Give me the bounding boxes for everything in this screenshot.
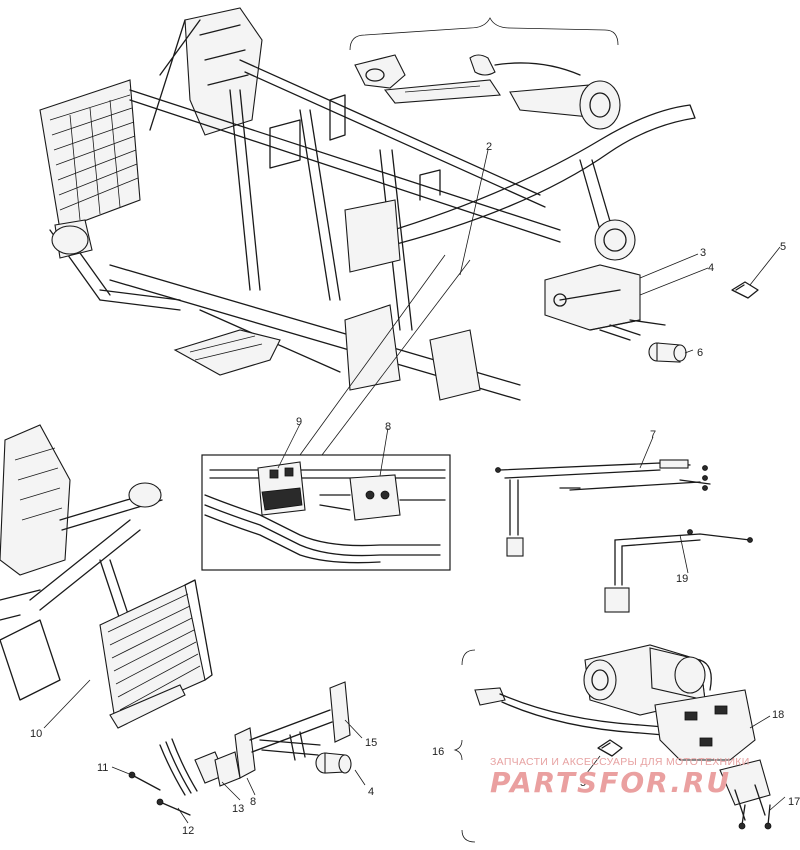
bolt-11	[128, 771, 161, 791]
callout-17: 17	[788, 796, 800, 808]
front-frame-lower	[0, 424, 163, 701]
callout-16: 16	[432, 746, 444, 758]
leader-lines	[43, 149, 786, 824]
radiator-assembly-10	[99, 579, 213, 729]
callout-7: 7	[650, 429, 656, 441]
clip-part-5-bottom	[597, 739, 623, 757]
watermark: ЗАПЧАСТИ И АКСЕССУАРЫ ДЛЯ МОТОТЕХНИКИ PA…	[490, 756, 790, 798]
bolt-12	[156, 798, 191, 816]
bolts-17	[738, 804, 772, 830]
winch-cable	[474, 687, 701, 739]
callout-18: 18	[772, 709, 784, 721]
winch-inset-bracket	[453, 649, 476, 843]
callout-11: 11	[97, 762, 108, 774]
winch-mount-plate-18	[654, 689, 756, 761]
relay-detail-inset	[201, 254, 471, 571]
callout-8-inset: 8	[385, 421, 391, 433]
watermark-tagline: ЗАПЧАСТИ И АКСЕССУАРЫ ДЛЯ МОТОТЕХНИКИ	[490, 756, 750, 768]
main-frame	[39, 7, 759, 401]
wiring-harness-7	[495, 459, 711, 557]
bushing-part-4	[315, 752, 352, 774]
winch-motor	[583, 644, 712, 716]
callout-13: 13	[232, 803, 244, 815]
callout-8-lower: 8	[250, 796, 256, 808]
callout-5-lower: 5	[580, 777, 586, 789]
callout-5-upper: 5	[780, 241, 786, 253]
callout-15: 15	[365, 737, 377, 749]
callout-4-upper: 4	[708, 262, 714, 274]
mount-bracket-15	[234, 681, 351, 779]
callout-12: 12	[182, 825, 194, 837]
optional-parts-inset	[349, 17, 621, 130]
callout-6: 6	[697, 347, 703, 359]
wiring-harness-19	[604, 529, 753, 613]
sleeve-part-6	[648, 342, 687, 363]
callout-9: 9	[296, 416, 302, 428]
callout-3: 3	[700, 247, 706, 259]
clamp-bracket	[719, 759, 771, 821]
callout-4-lower: 4	[368, 786, 374, 798]
cable-and-clamp-13	[159, 738, 241, 796]
watermark-brand: PARTSFOR.RU	[490, 766, 732, 799]
callout-10: 10	[30, 728, 42, 740]
clip-part-5-top	[731, 281, 759, 299]
callout-2: 2	[486, 141, 492, 153]
callout-19: 19	[676, 573, 688, 585]
